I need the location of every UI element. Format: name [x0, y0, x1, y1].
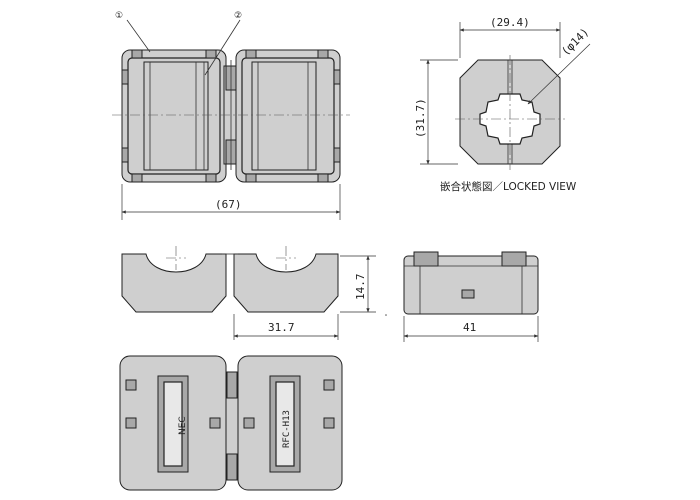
diameter-dimension: (φ14) — [559, 26, 592, 59]
overall-length-dimension: (67) — [215, 198, 242, 211]
half-length-dimension: 31.7 — [268, 321, 295, 334]
front-view-right-half — [235, 49, 341, 183]
top-view: NEC RFC-H13 — [119, 355, 343, 491]
part1-label: ① — [115, 11, 123, 21]
locked-view: (29.4) (31.7) (φ14) 嵌合状態図／LOCKED VIEW — [414, 16, 592, 193]
width-dimension: (29.4) — [490, 16, 530, 29]
front-view-left-half — [121, 49, 227, 183]
part2-label: ② — [234, 11, 242, 21]
locked-view-caption: 嵌合状態図／LOCKED VIEW — [440, 180, 577, 193]
open-end-view: 14.7 31.7 — [121, 246, 376, 340]
part2-leader — [204, 19, 241, 76]
model-marking: RFC-H13 — [282, 410, 292, 448]
brand-logo: NEC — [178, 416, 188, 435]
side-view: 41 — [403, 251, 539, 342]
height-dimension: (31.7) — [414, 98, 427, 138]
part1-leader — [126, 19, 151, 53]
front-view: ① ② (67) — [112, 11, 350, 220]
half-height-dimension: 14.7 — [354, 274, 367, 301]
stray-dot — [385, 314, 387, 316]
side-width-dimension: 41 — [463, 321, 476, 334]
